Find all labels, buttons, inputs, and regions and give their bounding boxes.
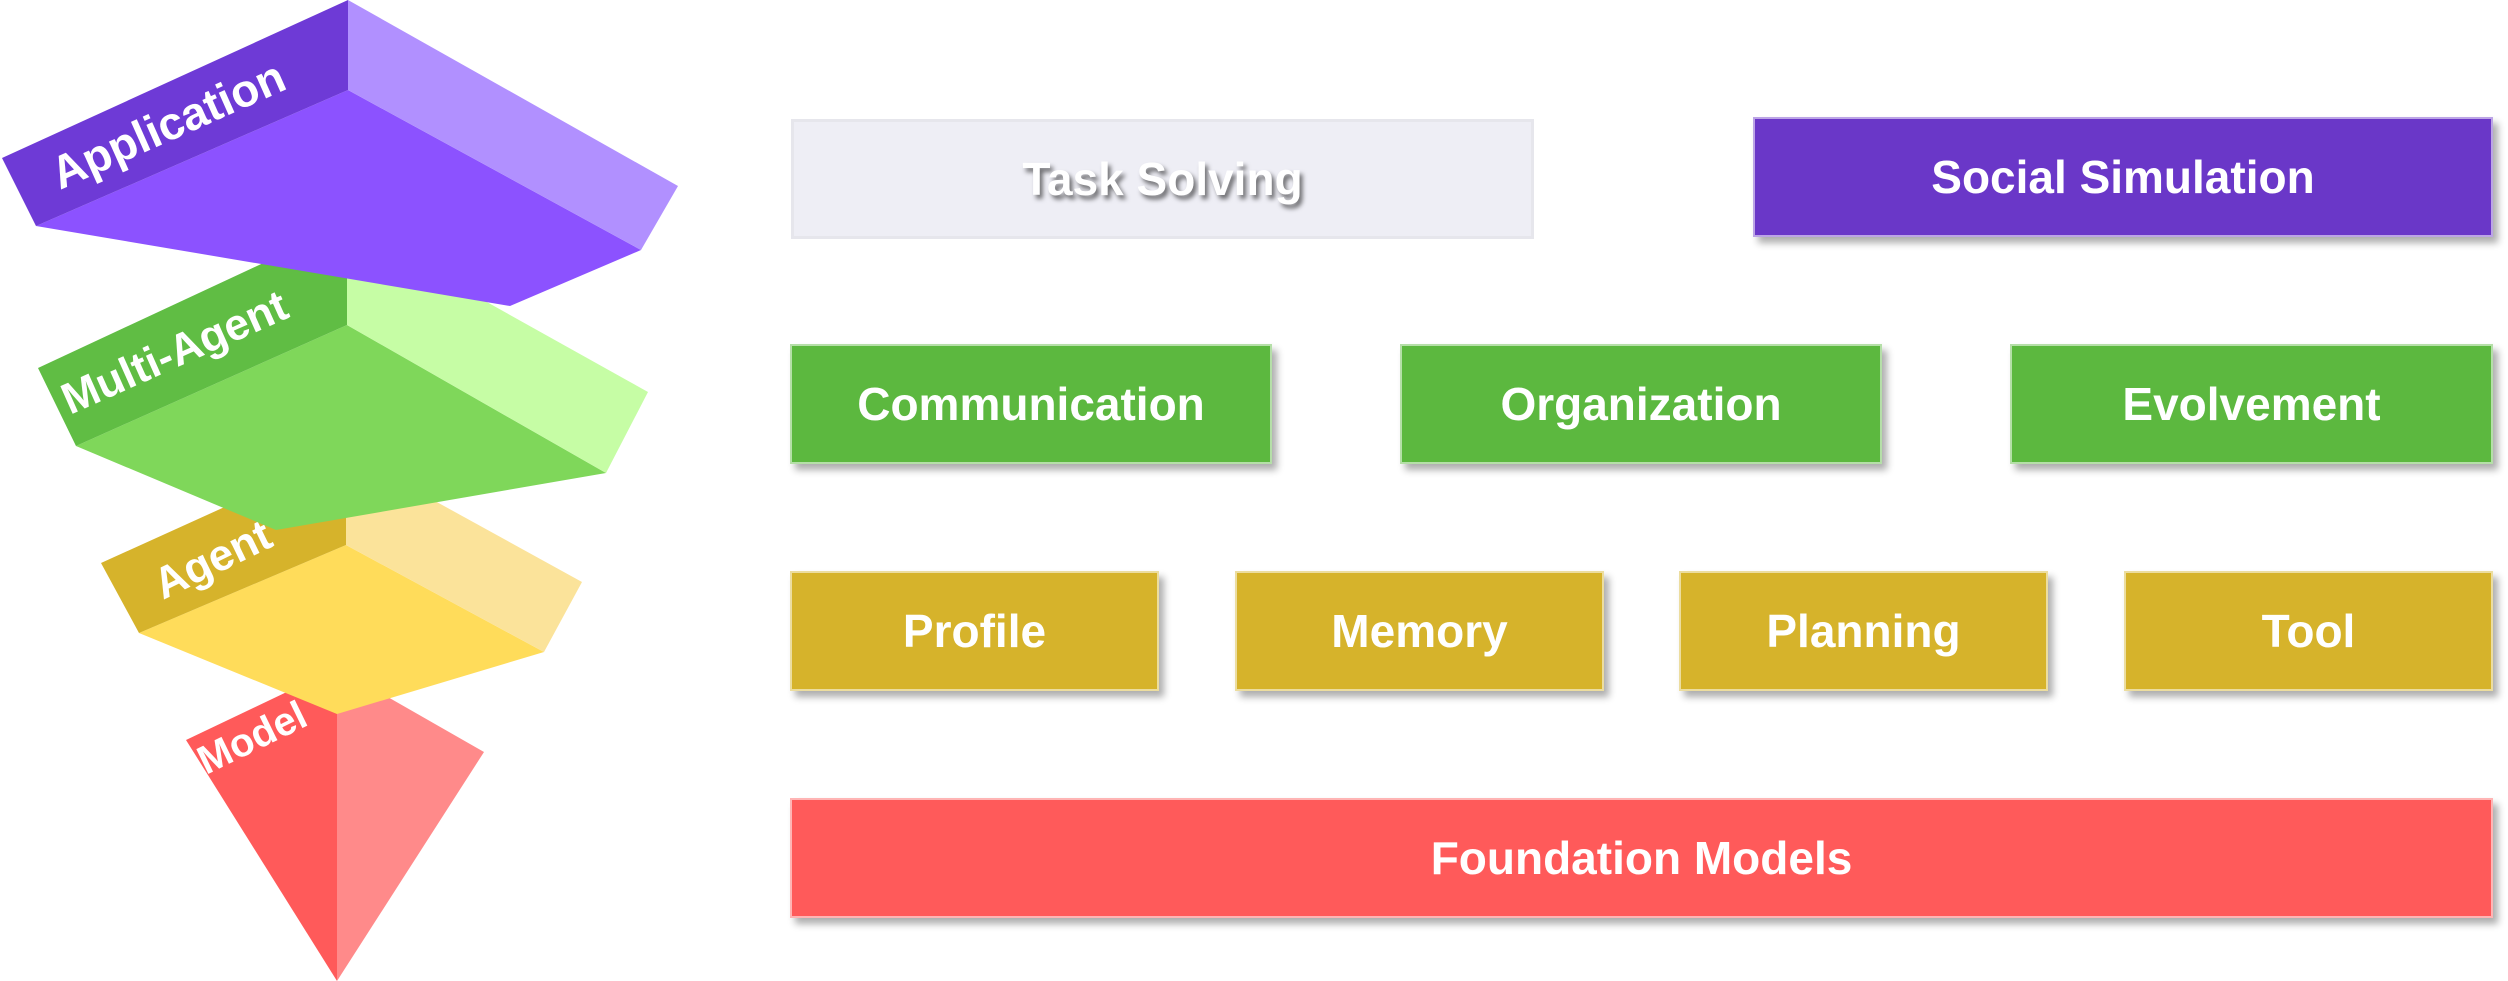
- tool-box: Tool: [2124, 571, 2493, 691]
- social-simulation-box: Social Simulation: [1753, 117, 2493, 237]
- layer-pyramid: Model Agent Multi-Agent Application: [2, 0, 678, 981]
- application-bottom-face: [36, 90, 641, 306]
- planning-box: Planning: [1679, 571, 2048, 691]
- memory-box: Memory: [1235, 571, 1604, 691]
- multi-agent-front-face: [38, 224, 347, 446]
- model-layer: Model: [186, 668, 484, 981]
- agent-bottom-face: [139, 545, 544, 714]
- foundation-models-box: Foundation Models: [790, 798, 2493, 918]
- application-layer: Application: [2, 0, 678, 306]
- model-right-face: [337, 668, 484, 981]
- profile-box: Profile: [790, 571, 1159, 691]
- organization-box: Organization: [1400, 344, 1882, 464]
- communication-box: Communication: [790, 344, 1272, 464]
- multi-agent-bottom-face: [76, 325, 606, 530]
- application-top-right-face: [348, 0, 678, 250]
- task-solving-box: Task Solving: [791, 119, 1534, 239]
- evolvement-box: Evolvement: [2010, 344, 2493, 464]
- application-front-face: [2, 0, 348, 226]
- model-left-face: [186, 668, 337, 981]
